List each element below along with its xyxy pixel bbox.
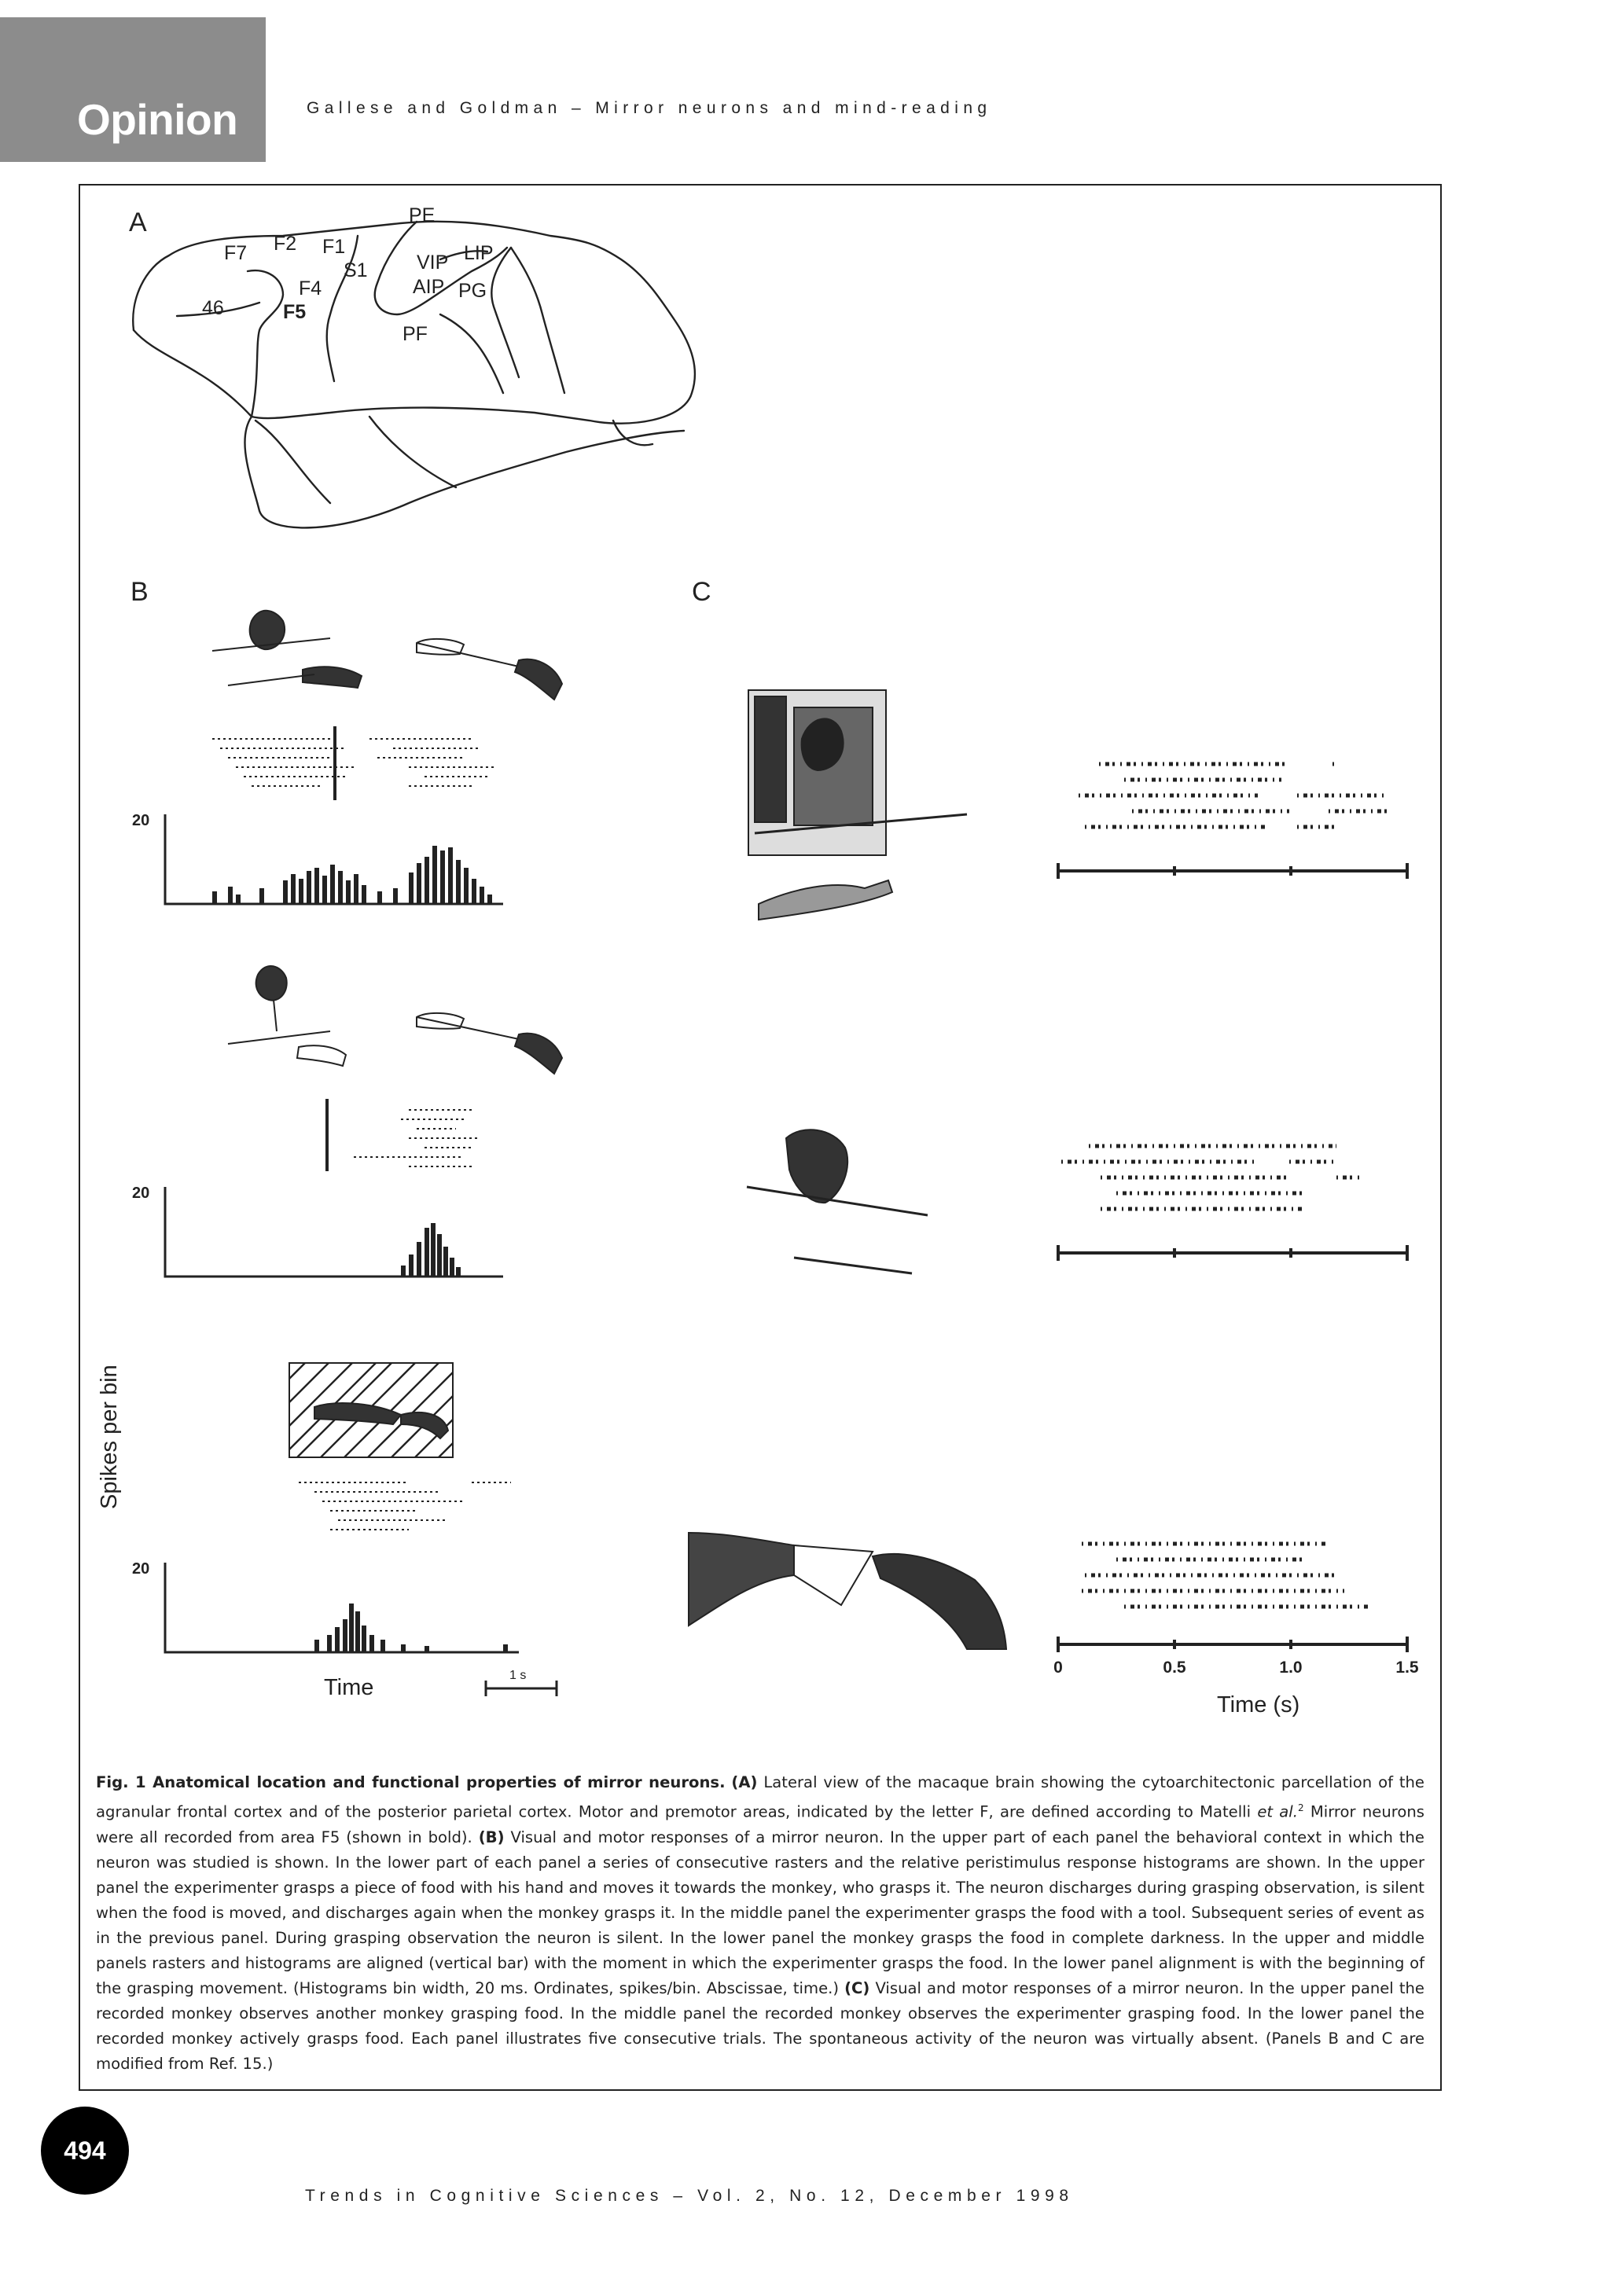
c-tick-1: 0.5 [1163, 1659, 1186, 1677]
c-tick-3: 1.5 [1395, 1659, 1419, 1677]
c-x-axis-label: Time (s) [1217, 1692, 1299, 1717]
panel-c-image-bottom [688, 1531, 1008, 1650]
raster-c-mid [1061, 1144, 1360, 1211]
panel-b-context-top [211, 609, 564, 701]
label-pf: PF [402, 323, 428, 345]
journal-footer: Trends in Cognitive Sciences – Vol. 2, N… [305, 2187, 1074, 2205]
caption-text-2: Mirror neurons were all recorded from ar… [96, 1802, 1424, 1846]
label-f4: F4 [299, 277, 322, 299]
label-f1: F1 [322, 236, 345, 258]
raster-mid [354, 1109, 480, 1167]
caption-tag-c: (C) [844, 1978, 870, 1997]
raster-top [212, 738, 495, 787]
panel-c-axes [1057, 863, 1409, 1652]
section-tab: Opinion [0, 17, 266, 162]
hist-top-bars [212, 846, 492, 904]
panel-b-context-bottom [289, 1362, 454, 1458]
hist-top-max: 20 [132, 812, 149, 829]
label-46: 46 [202, 297, 224, 319]
panel-label-c: C [692, 577, 711, 607]
brain-area-labels: F7 F2 F1 PE LIP VIP S1 F4 AIP PG 46 F5 P… [202, 204, 494, 345]
figure-frame [79, 184, 1442, 2091]
panel-c-image-top [748, 689, 968, 921]
label-f5: F5 [283, 301, 306, 323]
panel-c-rasters [1061, 762, 1388, 1609]
c-tick-2: 1.0 [1279, 1659, 1302, 1677]
label-s1: S1 [344, 259, 368, 281]
caption-text-1: Lateral view of the macaque brain showin… [96, 1773, 1424, 1821]
hist-bottom-bars [314, 1604, 508, 1652]
time-label: Time [324, 1675, 373, 1700]
figure-caption: Fig. 1 Anatomical location and functiona… [79, 1770, 1442, 2077]
panel-c-tick-labels: 0 0.5 1.0 1.5 [1053, 1659, 1419, 1677]
panel-label-a: A [129, 208, 147, 237]
hist-mid-max: 20 [132, 1185, 149, 1202]
scale-bar-label: 1 s [509, 1669, 526, 1682]
brain-outline [132, 220, 697, 529]
caption-text-3: Visual and motor responses of a mirror n… [96, 1828, 1424, 1997]
caption-tag-a: (A) [731, 1773, 758, 1791]
panel-label-b: B [130, 577, 149, 607]
panel-b-context-mid [227, 965, 564, 1075]
label-f7: F7 [224, 242, 247, 264]
caption-tag-b: (B) [478, 1828, 505, 1846]
hist-mid-bars [401, 1223, 461, 1277]
caption-title: Fig. 1 Anatomical location and functiona… [96, 1773, 726, 1791]
section-label: Opinion [77, 95, 238, 144]
label-lip: LIP [464, 242, 494, 264]
caption-ref: 2 [1297, 1802, 1304, 1813]
hist-bottom-max: 20 [132, 1560, 149, 1578]
raster-bottom [299, 1482, 511, 1530]
y-axis-label: Spikes per bin [97, 1365, 122, 1509]
label-vip: VIP [417, 252, 448, 274]
caption-text-4: Visual and motor responses of a mirror n… [96, 1978, 1424, 2073]
label-pe: PE [409, 204, 435, 226]
caption-et-al: et al. [1257, 1802, 1298, 1821]
brain-diagram [132, 220, 697, 529]
raster-c-top [1079, 762, 1388, 829]
c-tick-0: 0 [1053, 1659, 1063, 1677]
running-head: Gallese and Goldman – Mirror neurons and… [307, 99, 992, 117]
hist-max-labels: 20 20 20 [132, 812, 149, 1578]
scale-bar [484, 1681, 558, 1696]
page-number: 494 [41, 2107, 129, 2195]
panel-b-histograms [164, 814, 519, 1654]
panel-c-image-mid [746, 1129, 928, 1275]
label-f2: F2 [274, 233, 296, 255]
panel-b-rasters [212, 726, 511, 1530]
label-aip: AIP [413, 276, 444, 298]
label-pg: PG [458, 280, 487, 302]
raster-c-bottom [1082, 1541, 1368, 1609]
